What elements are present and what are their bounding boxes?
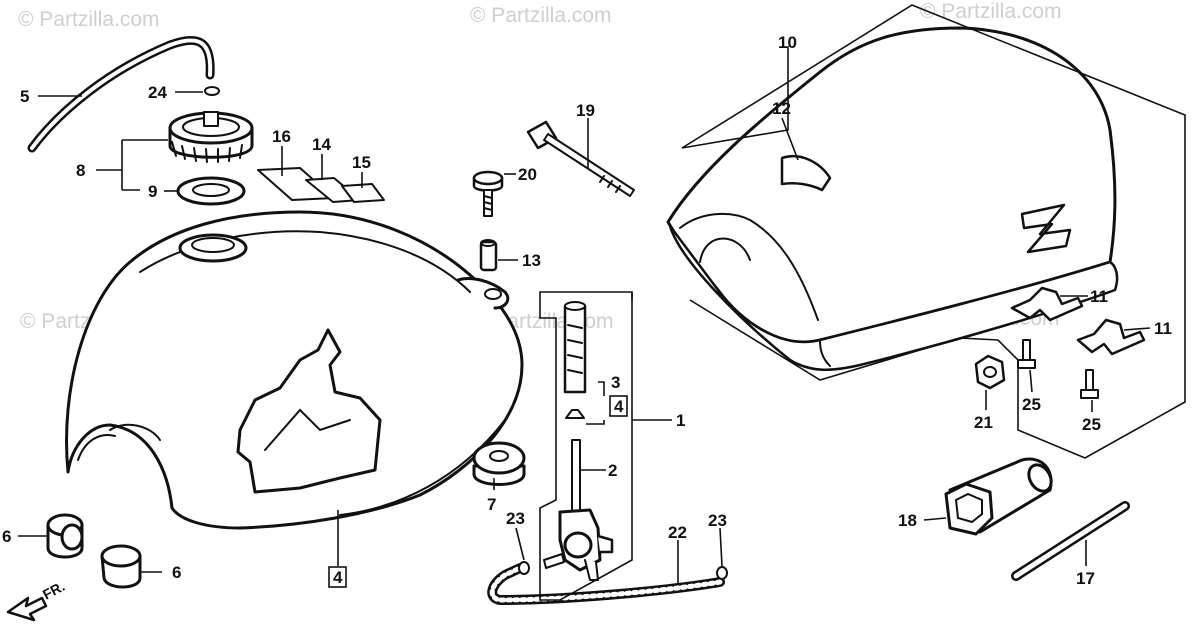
nut-21[interactable] bbox=[974, 354, 1006, 390]
bolt-25a[interactable] bbox=[1017, 339, 1036, 369]
callout-19: 19 bbox=[576, 101, 595, 120]
callout-23a: 23 bbox=[506, 509, 525, 528]
cushion-6a[interactable] bbox=[46, 513, 84, 559]
watermark-top-center: © Partzilla.com bbox=[470, 4, 612, 27]
long-bolt-19[interactable] bbox=[526, 120, 635, 197]
seat-assembly-outline bbox=[681, 4, 1186, 459]
seat-icon[interactable] bbox=[666, 26, 1119, 371]
cushion-7[interactable] bbox=[472, 441, 526, 486]
watermark-top-right: © Partzilla.com bbox=[920, 0, 1062, 23]
callout-7: 7 bbox=[487, 495, 496, 514]
callout-2: 2 bbox=[608, 461, 617, 480]
bracket-11a[interactable] bbox=[1010, 286, 1084, 322]
callout-8: 8 bbox=[76, 161, 85, 180]
handle-bar-17[interactable] bbox=[1011, 501, 1130, 581]
gasket-9[interactable] bbox=[176, 176, 246, 206]
breather-hose-5[interactable] bbox=[27, 36, 215, 153]
callout-6a: 6 bbox=[2, 527, 11, 546]
fuel-cock-assembly-outline bbox=[539, 291, 633, 601]
bolt-20[interactable] bbox=[472, 170, 504, 217]
fuel-tank-icon[interactable] bbox=[65, 210, 524, 530]
callout-6b: 6 bbox=[172, 563, 181, 582]
front-arrow-icon: FR. bbox=[6, 578, 67, 622]
fuel-cap-8[interactable] bbox=[168, 111, 254, 163]
leader-lines bbox=[18, 46, 1151, 584]
callout-4b: 4 bbox=[333, 568, 343, 587]
callout-17: 17 bbox=[1076, 569, 1095, 588]
callout-3: 3 bbox=[611, 373, 620, 392]
callout-4b-box bbox=[328, 566, 347, 588]
callout-4a: 4 bbox=[614, 397, 624, 416]
callout-1: 1 bbox=[676, 411, 685, 430]
direction-label: FR. bbox=[40, 578, 67, 603]
callout-4a-box bbox=[609, 395, 628, 417]
label-strips[interactable] bbox=[257, 167, 385, 203]
callout-20: 20 bbox=[518, 165, 537, 184]
callouts: 1 2 3 4 4 5 6 6 7 8 9 10 11 11 12 13 14 … bbox=[2, 33, 1172, 588]
clip-24[interactable] bbox=[204, 86, 220, 96]
callout-11a: 11 bbox=[1090, 287, 1108, 306]
callout-15: 15 bbox=[352, 153, 371, 172]
callout-11b: 11 bbox=[1154, 319, 1172, 338]
callout-16: 16 bbox=[272, 127, 291, 146]
fuel-cock-icon[interactable] bbox=[543, 301, 614, 581]
fuel-tube-22[interactable] bbox=[487, 563, 725, 606]
bolt-25b[interactable] bbox=[1080, 369, 1099, 399]
callout-10: 10 bbox=[778, 33, 797, 52]
box-wrench-18[interactable] bbox=[944, 457, 1056, 536]
callout-5: 5 bbox=[20, 87, 29, 106]
callout-21: 21 bbox=[974, 413, 993, 432]
cushion-6b[interactable] bbox=[100, 544, 142, 589]
callout-12: 12 bbox=[772, 99, 791, 118]
watermark-top-left: © Partzilla.com bbox=[18, 8, 160, 31]
callout-9: 9 bbox=[148, 182, 157, 201]
collar-13[interactable] bbox=[479, 239, 498, 272]
clips-23[interactable] bbox=[518, 561, 728, 580]
callout-18: 18 bbox=[898, 511, 917, 530]
callout-13: 13 bbox=[522, 251, 541, 270]
callout-23b: 23 bbox=[708, 511, 727, 530]
callout-22: 22 bbox=[668, 523, 687, 542]
callout-25a: 25 bbox=[1022, 395, 1041, 414]
bracket-11b[interactable] bbox=[1076, 318, 1146, 356]
callout-14: 14 bbox=[312, 135, 331, 154]
callout-24: 24 bbox=[148, 83, 167, 102]
callout-25b: 25 bbox=[1082, 415, 1101, 434]
